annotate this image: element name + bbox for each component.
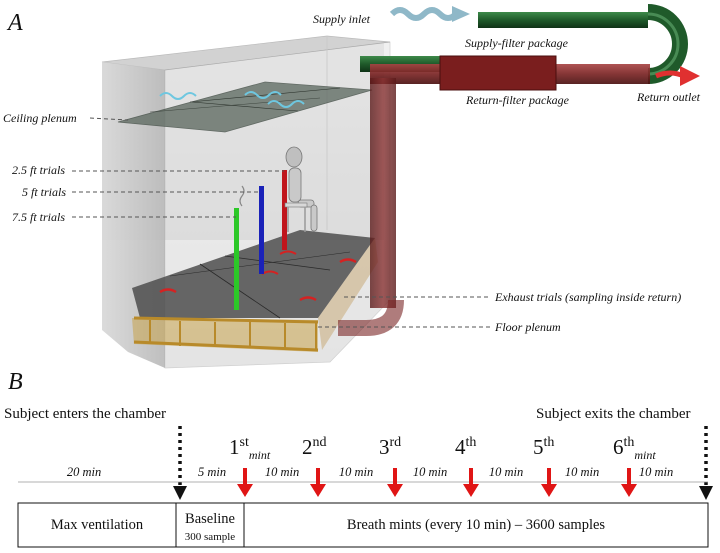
baseline-note: 300 sample: [185, 531, 236, 543]
return-duct: [338, 55, 700, 336]
ceiling-airflow-icon: [244, 91, 282, 99]
mint-arrowhead-icon: [541, 484, 557, 497]
label-return-filter: Return-filter package: [465, 93, 570, 107]
enter-arrowhead-icon: [173, 486, 187, 500]
floor-grid-line: [199, 263, 281, 319]
floor-airflow-arrow-icon: [279, 250, 297, 255]
sample-plume-icon: [239, 185, 245, 207]
supply-inlet-arrow-icon: [389, 7, 459, 21]
pole-7-5-ft: [234, 208, 239, 310]
ceiling-airflow-icon: [267, 100, 305, 108]
duration-label: 10 min: [489, 465, 523, 479]
subject-exits-label: Subject exits the chamber: [536, 406, 691, 422]
leader-lines: [72, 117, 490, 328]
return-filter-box: [439, 55, 557, 91]
label-trial-5-ft: 5 ft trials: [22, 185, 66, 199]
floor-plenum-side: [318, 238, 378, 350]
duration-label: 10 min: [339, 465, 373, 479]
mint-ordinal-label: 6thmint: [613, 435, 656, 462]
mint-ordinal-label: 5th: [533, 435, 554, 459]
floor-airflow-arrow-icon: [339, 258, 357, 264]
return-duct-bottom: [338, 299, 404, 336]
mint-arrowhead-icon: [463, 484, 479, 497]
timeline-boxes: Max ventilation Baseline 300 sample Brea…: [17, 502, 709, 548]
duration-labels: 20 min 5 min 10 min 10 min 10 min 10 min 10 mi…: [67, 465, 673, 479]
panel-b-letter: B: [8, 369, 23, 395]
mint-arrowhead-icon: [310, 484, 326, 497]
label-return-outlet: Return outlet: [636, 90, 701, 104]
ceiling-grid-line: [149, 97, 321, 113]
supply-duct-bend: [647, 4, 688, 84]
panel-a-letter: A: [6, 10, 23, 36]
ceiling-plenum: [117, 81, 373, 133]
max-ventilation-box: [17, 502, 177, 548]
ceiling-grid-line: [191, 101, 299, 112]
max-ventilation-label: Max ventilation: [51, 517, 144, 533]
floor-grid-line: [224, 255, 331, 271]
duration-label: 10 min: [265, 465, 299, 479]
floor-plenum-beam: [133, 316, 319, 324]
label-trial-2-5-ft: 2.5 ft trials: [12, 163, 65, 177]
mint-labels: 1stmint 2nd 3rd 4th 5th 6thmint: [229, 435, 656, 462]
supply-duct-upper: [478, 12, 648, 28]
floor-airflow-arrow-icon: [299, 296, 317, 302]
mint-arrowhead-icon: [387, 484, 403, 497]
baseline-label: Baseline: [185, 511, 235, 527]
ceiling-grid-line: [189, 87, 341, 103]
mint-ordinal-label: 1stmint: [229, 435, 271, 462]
breath-mints-box: [243, 502, 709, 548]
label-ceiling-plenum: Ceiling plenum: [3, 111, 77, 125]
mint-ordinal-label: 4th: [455, 435, 476, 459]
label-supply-inlet: Supply inlet: [313, 12, 371, 26]
baseline-box: [175, 502, 245, 548]
return-duct-vertical: [370, 78, 396, 308]
mint-arrows: [237, 468, 637, 497]
label-trial-7-5-ft: 7.5 ft trials: [12, 210, 65, 224]
mint-arrowhead-icon: [237, 484, 253, 497]
label-exhaust-trials: Exhaust trials (sampling inside return): [494, 290, 681, 304]
sampling-poles: [234, 170, 287, 310]
label-floor-plenum: Floor plenum: [494, 320, 561, 334]
duration-label: 10 min: [413, 465, 447, 479]
duration-label: 5 min: [198, 465, 226, 479]
mint-arrowhead-icon: [621, 484, 637, 497]
duration-label: 20 min: [67, 465, 101, 479]
breath-mints-label: Breath mints (every 10 min) – 3600 sampl…: [347, 517, 605, 533]
floor-plenum-beam: [133, 340, 319, 352]
floor-grate: [132, 230, 375, 318]
exit-arrowhead-icon: [699, 486, 713, 500]
pole-5-ft: [259, 186, 264, 274]
label-supply-filter: Supply-filter package: [465, 36, 569, 50]
duration-label: 10 min: [639, 465, 673, 479]
floor-airflow-arrow-icon: [159, 288, 177, 294]
mint-ordinal-label: 2nd: [302, 435, 327, 459]
subject-enters-label: Subject enters the chamber: [4, 406, 166, 422]
mannequin-icon: [284, 146, 318, 232]
mint-ordinal-label: 3rd: [379, 435, 401, 459]
ceiling-airflow-icon: [159, 92, 197, 100]
supply-inlet-arrowhead-icon: [452, 6, 470, 22]
return-outlet-arrowhead-icon: [680, 66, 700, 86]
duration-label: 10 min: [565, 465, 599, 479]
pole-2-5-ft: [282, 170, 287, 250]
leader-ceiling-plenum: [89, 117, 129, 121]
floor: [132, 230, 378, 352]
